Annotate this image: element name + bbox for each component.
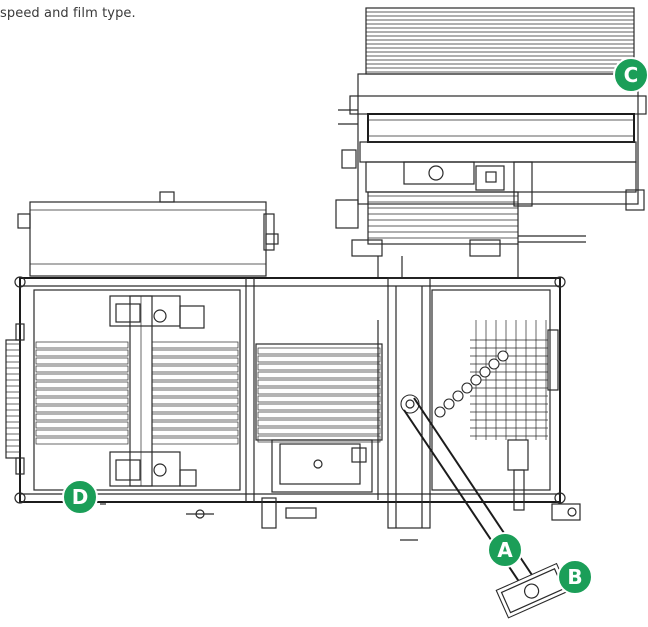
roller	[35, 373, 129, 381]
roller	[151, 381, 239, 389]
middle-conveyor	[255, 320, 383, 529]
left-top-housing	[17, 191, 279, 277]
film-unwind-unit	[335, 7, 648, 278]
pulley	[497, 350, 509, 362]
roller	[257, 411, 381, 419]
roller	[257, 403, 381, 411]
roller	[151, 389, 239, 397]
roller	[257, 355, 381, 363]
marker-b-label: B	[567, 565, 582, 589]
marker-a-label: A	[497, 538, 513, 562]
roller	[257, 379, 381, 387]
pivot-arm	[400, 394, 570, 619]
roller	[257, 427, 381, 435]
marker-c[interactable]: C	[613, 57, 648, 93]
roller	[35, 421, 129, 429]
roller	[35, 349, 129, 357]
pulley	[470, 374, 482, 386]
roller	[35, 437, 129, 445]
roller	[151, 429, 239, 437]
pulley	[488, 358, 500, 370]
roller	[257, 371, 381, 379]
roller	[35, 341, 129, 349]
roller	[35, 429, 129, 437]
right-section	[400, 289, 581, 541]
roller	[151, 437, 239, 445]
roller	[257, 363, 381, 371]
pulley	[434, 406, 446, 418]
roller	[35, 405, 129, 413]
marker-d[interactable]: D	[62, 479, 98, 515]
roller	[151, 341, 239, 349]
roller	[151, 365, 239, 373]
roller	[35, 389, 129, 397]
roller	[257, 395, 381, 403]
roller	[151, 373, 239, 381]
main-frame	[5, 276, 566, 529]
left-conveyor	[35, 295, 239, 519]
roller	[35, 397, 129, 405]
roller	[151, 397, 239, 405]
pulley	[443, 398, 455, 410]
marker-d-label: D	[72, 485, 89, 509]
roller	[151, 357, 239, 365]
marker-a[interactable]: A	[487, 532, 523, 568]
roller	[35, 365, 129, 373]
roller	[35, 413, 129, 421]
roller	[35, 381, 129, 389]
roller	[257, 387, 381, 395]
roller	[35, 357, 129, 365]
marker-c-label: C	[624, 63, 639, 87]
roller	[151, 413, 239, 421]
roller	[257, 419, 381, 427]
roller	[151, 421, 239, 429]
pulley	[452, 390, 464, 402]
pulley	[479, 366, 491, 378]
roller	[151, 405, 239, 413]
pulley	[461, 382, 473, 394]
marker-b[interactable]: B	[557, 559, 593, 595]
roller	[151, 349, 239, 357]
roller	[257, 435, 381, 443]
roller	[257, 347, 381, 355]
caption-text: speed and film type.	[0, 6, 136, 21]
